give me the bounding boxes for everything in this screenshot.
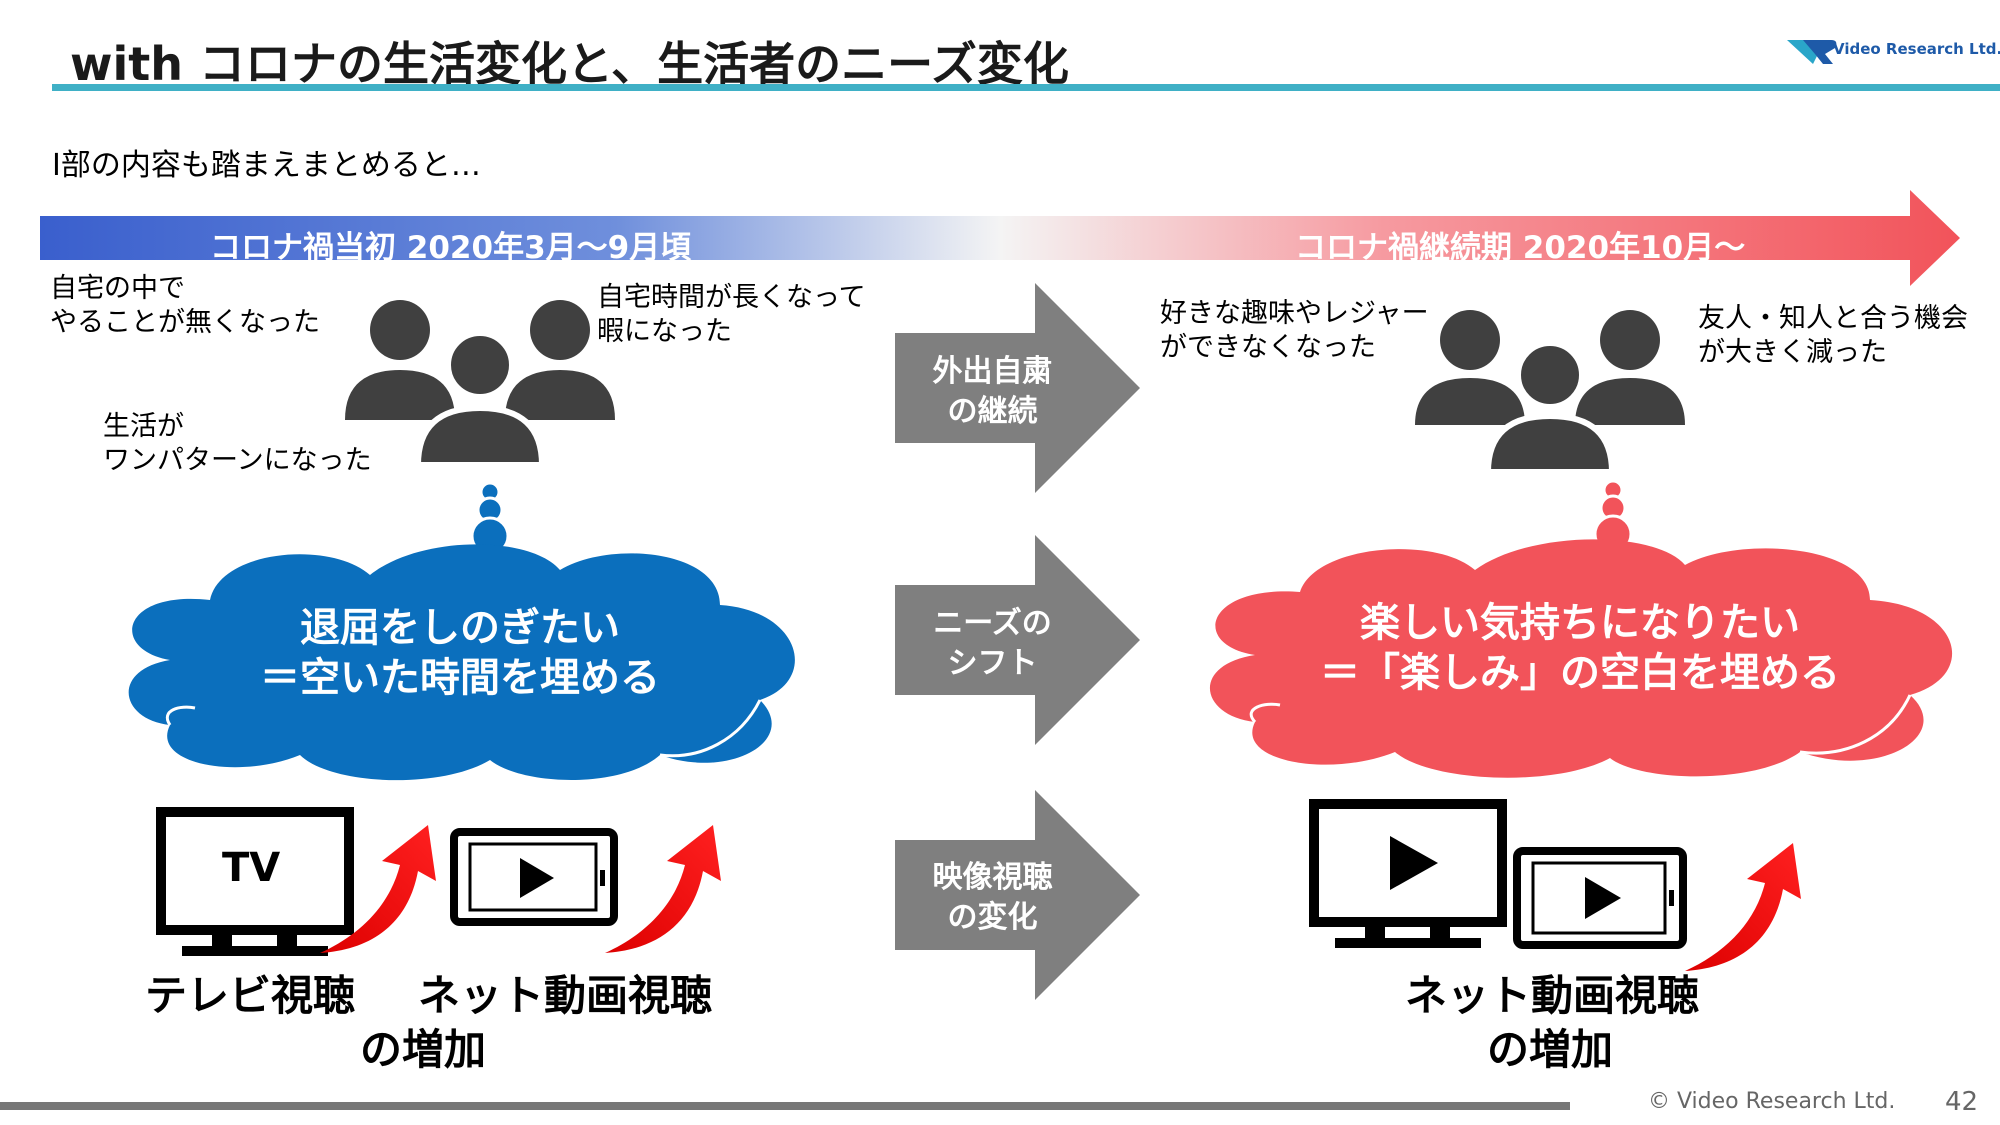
transition-arrow-2-label: ニーズのシフト	[933, 606, 1052, 681]
tv-icon-label: TV	[222, 845, 281, 891]
title-underline	[52, 84, 2000, 91]
video-player-icon-later	[1513, 847, 1687, 949]
transition-arrow-1	[895, 283, 1140, 493]
people-group-icon-later	[1415, 310, 1685, 475]
footer-bar	[0, 1102, 1570, 1110]
transition-arrow-1-label: 外出自粛の継続	[932, 354, 1053, 429]
later-period-label: コロナ禍継続期 2020年10月～	[1295, 230, 1746, 266]
transition-arrow-3	[895, 790, 1140, 1000]
quote-early-1: 自宅の中で やることが無くなった	[50, 273, 320, 338]
media-label-tv: テレビ視聴	[145, 971, 356, 1020]
quote-later-2: 友人・知人と合う機会 が大きく減った	[1698, 303, 1968, 368]
copyright: © Video Research Ltd.	[1648, 1089, 1896, 1114]
video-research-logo	[1787, 40, 1837, 64]
transition-arrow-3-label: 映像視聴の変化	[932, 860, 1053, 935]
cloud-early-text: 退屈をしのぎたい ＝空いた時間を埋める	[260, 605, 660, 701]
media-suffix-early: の増加	[360, 1025, 487, 1074]
page-title: with コロナの生活変化と、生活者のニーズ変化	[70, 37, 1069, 91]
media-label-net-later: ネット動画視聴	[1405, 971, 1700, 1020]
quote-later-1: 好きな趣味やレジャー ができなくなった	[1160, 298, 1429, 363]
logo-text: Video Research Ltd.	[1833, 40, 2000, 58]
transition-arrow-2	[895, 535, 1140, 745]
video-player-icon-early	[450, 828, 618, 926]
quote-early-2: 自宅時間が長くなって 暇になった	[597, 282, 866, 347]
red-up-arrow-1	[320, 825, 436, 953]
red-up-arrow-2	[605, 825, 721, 953]
red-up-arrow-3	[1685, 843, 1801, 971]
quote-early-3: 生活が ワンパターンになった	[103, 411, 372, 476]
intro-text: I部の内容も踏まえまとめると…	[52, 148, 481, 183]
early-period-label: コロナ禍当初 2020年3月～9月頃	[210, 230, 692, 266]
media-suffix-later: の増加	[1487, 1025, 1614, 1074]
media-label-net-early: ネット動画視聴	[418, 971, 713, 1020]
cloud-early	[128, 544, 795, 781]
cloud-later	[1209, 539, 1953, 778]
people-group-icon-early	[345, 300, 615, 468]
monitor-play-icon	[1309, 799, 1507, 948]
tv-icon	[156, 807, 354, 956]
page-number: 42	[1945, 1087, 1979, 1117]
cloud-later-text: 楽しい気持ちになりたい ＝「楽しみ」の空白を埋める	[1320, 600, 1840, 696]
timeline-arrow	[40, 190, 1960, 286]
